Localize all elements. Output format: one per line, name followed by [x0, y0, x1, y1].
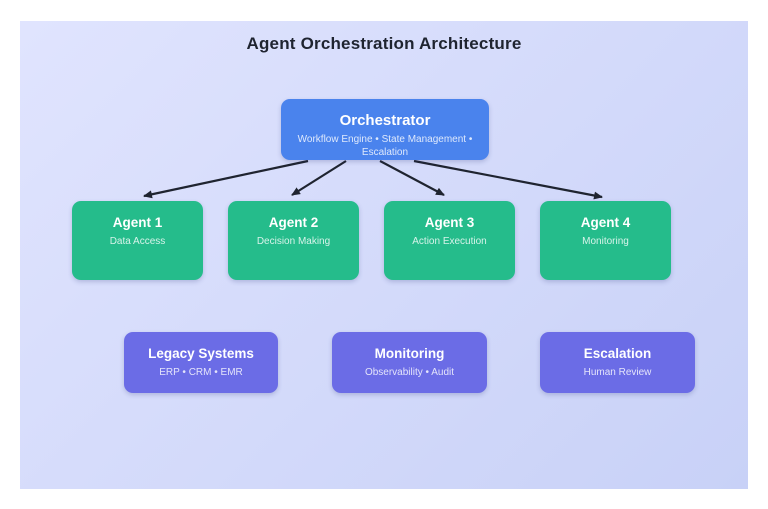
node-escalation-subtitle: Human Review: [583, 367, 652, 378]
page-title: Agent Orchestration Architecture: [246, 34, 522, 53]
arrow-orchestrator-agent4: [413, 159, 603, 200]
node-agent-2-subtitle: Decision Making: [256, 236, 331, 247]
node-agent-2: Agent 2 Decision Making: [228, 201, 359, 280]
node-monitoring-subtitle: Observability • Audit: [364, 367, 455, 378]
node-monitoring: Monitoring Observability • Audit: [332, 332, 487, 393]
node-escalation: Escalation Human Review: [540, 332, 695, 393]
node-orchestrator-title: Orchestrator: [339, 112, 431, 129]
node-legacy-systems-title: Legacy Systems: [148, 346, 254, 361]
node-agent-3-title: Agent 3: [424, 215, 475, 230]
node-legacy-systems-subtitle: ERP • CRM • EMR: [159, 367, 243, 378]
node-agent-2-title: Agent 2: [268, 215, 319, 230]
node-orchestrator-subtitle: Workflow Engine • State Management • Esc…: [297, 134, 473, 158]
node-agent-3: Agent 3 Action Execution: [384, 201, 515, 280]
node-agent-3-subtitle: Action Execution: [412, 236, 487, 247]
node-agent-4-title: Agent 4: [580, 215, 631, 230]
node-legacy-systems: Legacy Systems ERP • CRM • EMR: [124, 332, 278, 393]
arrow-orchestrator-agent3: [379, 160, 445, 196]
node-agent-1-title: Agent 1: [112, 215, 163, 230]
node-agent-4: Agent 4 Monitoring: [540, 201, 671, 280]
node-orchestrator: Orchestrator Workflow Engine • State Man…: [281, 99, 489, 160]
node-escalation-title: Escalation: [583, 346, 652, 361]
node-monitoring-title: Monitoring: [374, 346, 445, 361]
arrow-orchestrator-agent1: [143, 159, 309, 199]
node-agent-1: Agent 1 Data Access: [72, 201, 203, 280]
diagram-canvas: Agent Orchestration Architecture Orchest…: [20, 21, 748, 489]
node-agent-4-subtitle: Monitoring: [582, 236, 629, 247]
node-agent-1-subtitle: Data Access: [109, 236, 166, 247]
arrow-orchestrator-agent2: [291, 160, 347, 196]
